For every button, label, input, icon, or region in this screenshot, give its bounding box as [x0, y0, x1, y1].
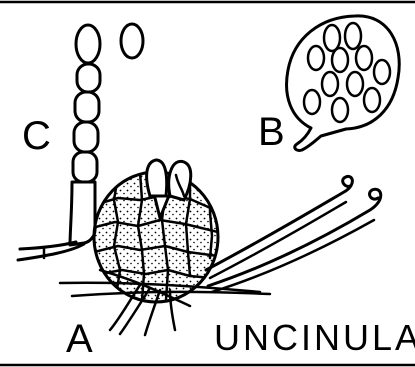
label-a: A — [66, 317, 93, 361]
fruiting-body-drawing — [60, 160, 381, 335]
label-c: C — [22, 114, 51, 158]
ascus-drawing — [287, 16, 400, 151]
label-b: B — [258, 110, 285, 154]
genus-label: UNCINULA — [214, 317, 415, 358]
